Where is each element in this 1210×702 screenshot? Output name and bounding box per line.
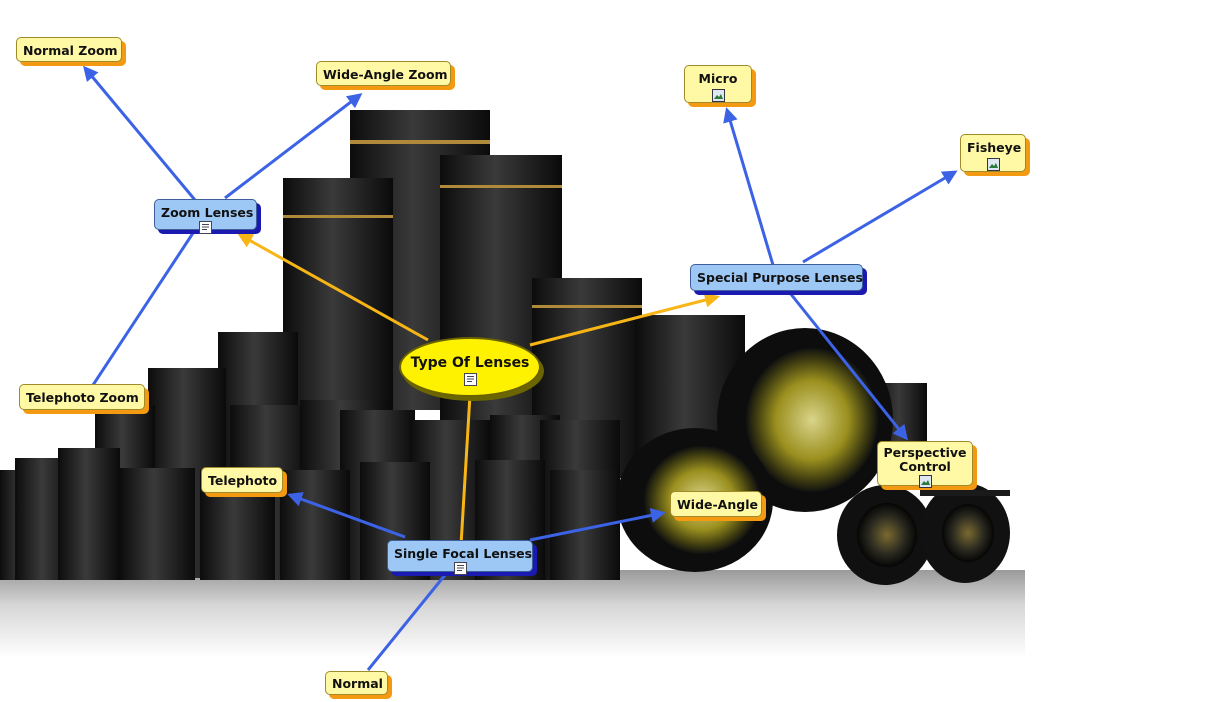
node-special-purpose-lenses[interactable]: Special Purpose Lenses (690, 264, 863, 291)
node-label: Normal Zoom (23, 43, 118, 58)
node-type-of-lenses[interactable]: Type Of Lenses (399, 337, 541, 397)
image-icon[interactable] (986, 158, 1000, 171)
node-label: Normal (332, 676, 383, 691)
link-special-fisheye (802, 170, 958, 264)
image-icon[interactable] (918, 475, 932, 488)
node-label: Single Focal Lenses (394, 546, 533, 561)
node-label: Type Of Lenses (410, 355, 530, 371)
note-icon[interactable] (453, 562, 467, 575)
node-perspective-control[interactable]: Perspective Control (877, 441, 973, 488)
link-single-telephoto (287, 492, 406, 539)
link-zoom-tele (91, 229, 197, 386)
link-root-special (529, 292, 720, 347)
node-single-focal-lenses[interactable]: Single Focal Lenses (387, 540, 533, 575)
node-label: Wide-Angle (677, 497, 758, 512)
node-wide-angle[interactable]: Wide-Angle (670, 491, 762, 517)
node-label: Micro (698, 71, 738, 86)
node-label: Telephoto (208, 473, 278, 488)
link-zoom-wide (224, 93, 363, 200)
node-fisheye[interactable]: Fisheye (960, 134, 1026, 172)
node-telephoto[interactable]: Telephoto (201, 467, 283, 493)
node-label: Zoom Lenses (161, 205, 254, 220)
node-zoom-lenses[interactable]: Zoom Lenses (154, 199, 257, 234)
image-icon[interactable] (711, 89, 725, 102)
link-root-zoom (237, 233, 429, 342)
node-label: Fisheye (967, 140, 1022, 155)
node-label: Special Purpose Lenses (697, 270, 863, 285)
link-root-single (459, 394, 472, 546)
note-icon[interactable] (199, 221, 212, 234)
node-wide-angle-zoom[interactable]: Wide-Angle Zoom (316, 61, 451, 86)
link-single-wide (529, 508, 666, 542)
node-telephoto-zoom[interactable]: Telephoto Zoom (19, 384, 145, 410)
node-label: Telephoto Zoom (26, 390, 139, 405)
node-normal-zoom[interactable]: Normal Zoom (16, 37, 122, 62)
note-icon[interactable] (463, 373, 477, 386)
node-label: Wide-Angle Zoom (323, 67, 448, 82)
link-special-perspective (788, 292, 908, 441)
link-single-normal (366, 574, 447, 671)
link-special-micro (723, 107, 775, 266)
link-zoom-normal (83, 65, 197, 201)
node-normal[interactable]: Normal (325, 671, 388, 695)
node-label: Perspective Control (883, 445, 967, 474)
node-micro[interactable]: Micro (684, 65, 752, 103)
